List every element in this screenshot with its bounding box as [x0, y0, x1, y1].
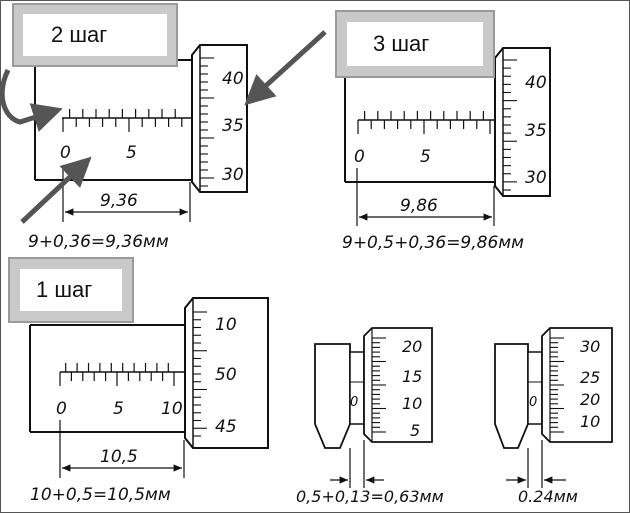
step1-micrometer: 0 5 10 10 50 45 10,5 10+0,5=10,5мм [29, 297, 269, 505]
step2-sleeve-5: 5 [126, 143, 137, 163]
step2-thimble-ticks [200, 57, 214, 187]
example4-thimble-ticks [372, 337, 386, 433]
step2-pointer-arrow-zero [20, 156, 92, 224]
example5-thimble-10: 10 [580, 412, 600, 431]
step1-sleeve-5: 5 [113, 399, 124, 419]
step2-dimension: 9,36 [100, 191, 138, 211]
step3-sleeve-0: 0 [354, 147, 365, 167]
step3-formula: 9+0,5+0,36=9,86мм [342, 233, 524, 253]
step3-thimble-ticks [503, 59, 517, 191]
step3-thimble-40: 40 [525, 73, 547, 93]
step2-sleeve-0: 0 [60, 143, 71, 163]
example5-thimble-30: 30 [580, 337, 600, 356]
step3-thimble-30: 30 [525, 168, 547, 188]
step1-badge: 1 шаг [8, 257, 134, 323]
step2-thimble-35: 35 [222, 116, 244, 136]
step3-badge: 3 шаг [335, 10, 495, 78]
example4-thimble-10: 10 [402, 394, 422, 413]
example5-anvil [494, 343, 529, 449]
example5-formula: 0.24мм [518, 487, 578, 506]
step1-badge-label: 1 шаг [36, 277, 93, 302]
step1-thimble-50: 50 [215, 365, 237, 385]
step1-mm-ticks [59, 372, 175, 386]
step2-formula: 9+0,36=9,36мм [28, 232, 169, 252]
step2-thimble-30: 30 [222, 165, 244, 185]
example5-thimble-ticks [550, 337, 564, 433]
example5-sleeve-0: 0 [529, 395, 537, 410]
step2-pointer-arrow-sleeve [0, 68, 63, 132]
example5-micrometer: 0 30 25 20 10 0.24мм [494, 327, 613, 506]
example4-thimble-5: 5 [410, 421, 420, 440]
example5-thimble-20: 20 [580, 390, 600, 409]
example4-micrometer: 0 20 15 10 5 0,5+0,13=0,63мм [296, 327, 444, 506]
step3-dimension: 9,86 [400, 196, 438, 216]
step2-badge-label: 2 шаг [51, 22, 108, 47]
step1-thimble-45: 45 [215, 417, 237, 437]
step1-formula: 10+0,5=10,5мм [30, 485, 171, 505]
example4-anvil [314, 343, 351, 449]
step3-pointer-arrow [244, 30, 327, 106]
step2-micrometer: 0 5 40 35 30 9,36 9+0,36=9,36мм [0, 44, 248, 252]
step2-thimble-40: 40 [222, 69, 244, 89]
step3-half-mm-ticks [364, 111, 484, 120]
step3-mm-ticks [357, 120, 491, 134]
example5-thimble-25: 25 [580, 368, 600, 387]
step1-sleeve-10: 10 [161, 399, 183, 419]
step2-badge: 2 шаг [12, 3, 178, 67]
step1-sleeve-0: 0 [56, 399, 67, 419]
example4-thimble-15: 15 [402, 367, 422, 386]
step2-mm-ticks [62, 118, 183, 132]
example4-thimble-20: 20 [402, 337, 422, 356]
step1-thimble-ticks [193, 311, 207, 437]
step3-sleeve-5: 5 [420, 147, 431, 167]
step1-half-mm-ticks [65, 363, 169, 372]
step1-dimension: 10,5 [100, 447, 138, 467]
step2-half-mm-ticks [68, 109, 176, 118]
step3-badge-label: 3 шаг [373, 31, 430, 56]
example4-sleeve-0: 0 [350, 395, 358, 410]
example4-formula: 0,5+0,13=0,63мм [296, 487, 444, 506]
step3-thimble-35: 35 [525, 121, 547, 141]
step1-thimble-10: 10 [215, 315, 237, 335]
